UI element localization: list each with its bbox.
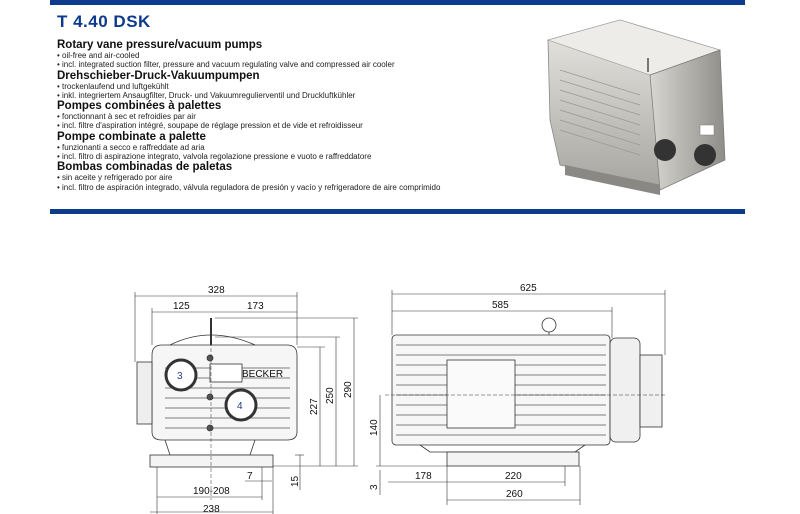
dim-290: 290 — [343, 381, 354, 398]
bullet: • fonctionnant à sec et refroidies par a… — [57, 112, 196, 122]
dim-140: 140 — [369, 419, 380, 436]
bullet: • incl. integrated suction filter, press… — [57, 60, 395, 70]
section-heading: Bombas combinadas de paletas — [57, 161, 233, 174]
side-dimension-lines — [376, 290, 666, 505]
spec-section-it: Pompe combinate a palette • funzionanti … — [57, 131, 527, 162]
section-heading: Pompes combinées à palettes — [57, 100, 222, 113]
dim-260: 260 — [506, 489, 523, 500]
front-dimension-lines — [134, 292, 358, 514]
front-view-drawing — [136, 318, 298, 500]
dim-190-208: 190-208 — [193, 486, 230, 497]
spec-section-fr: Pompes combinées à palettes • fonctionna… — [57, 100, 527, 131]
port-label-4: 4 — [237, 401, 243, 412]
dim-3: 3 — [369, 484, 380, 490]
dim-173: 173 — [247, 301, 264, 312]
spec-section-en: Rotary vane pressure/vacuum pumps • oil-… — [57, 39, 527, 70]
dim-7: 7 — [247, 471, 253, 482]
bullet: • incl. filtro di aspirazione integrato,… — [57, 152, 372, 162]
dim-250: 250 — [325, 387, 336, 404]
bullet: • incl. filtre d'aspiration intégré, sou… — [57, 121, 363, 131]
dim-227: 227 — [309, 398, 320, 415]
dim-15: 15 — [290, 475, 301, 487]
dim-328: 328 — [208, 285, 225, 296]
spec-section-de: Drehschieber-Druck-Vakuumpumpen • trocke… — [57, 70, 527, 101]
spec-section-es: Bombas combinadas de paletas • sin aceit… — [57, 161, 527, 192]
dim-220: 220 — [505, 471, 522, 482]
bullet: • oil-free and air-cooled — [57, 51, 140, 60]
section-heading: Drehschieber-Druck-Vakuumpumpen — [57, 69, 260, 82]
dim-125: 125 — [173, 301, 190, 312]
product-title: T 4.40 DSK — [57, 12, 151, 31]
port-label-3: 3 — [177, 371, 183, 382]
bullet: • funzionanti a secco e raffreddate ad a… — [57, 142, 205, 152]
top-rule — [50, 0, 745, 5]
dim-238: 238 — [203, 504, 220, 514]
bullet: • inkl. integriertem Ansaugfilter, Druck… — [57, 90, 356, 100]
middle-rule — [50, 209, 745, 214]
dim-625: 625 — [520, 283, 537, 294]
bullet: • sin aceite y refrigerado por aire — [57, 173, 173, 183]
bullet: • trockenlaufend und luftgekühlt — [57, 81, 169, 91]
spec-list: Rotary vane pressure/vacuum pumps • oil-… — [57, 39, 527, 192]
side-view-drawing — [385, 317, 665, 467]
section-heading: Pompe combinate a palette — [57, 130, 206, 143]
dim-178: 178 — [415, 471, 432, 482]
bullet: • incl. filtro de aspiración integrado, … — [57, 182, 441, 192]
brand-label: BECKER — [242, 369, 283, 380]
section-heading: Rotary vane pressure/vacuum pumps — [57, 39, 263, 51]
dim-585: 585 — [492, 300, 509, 311]
